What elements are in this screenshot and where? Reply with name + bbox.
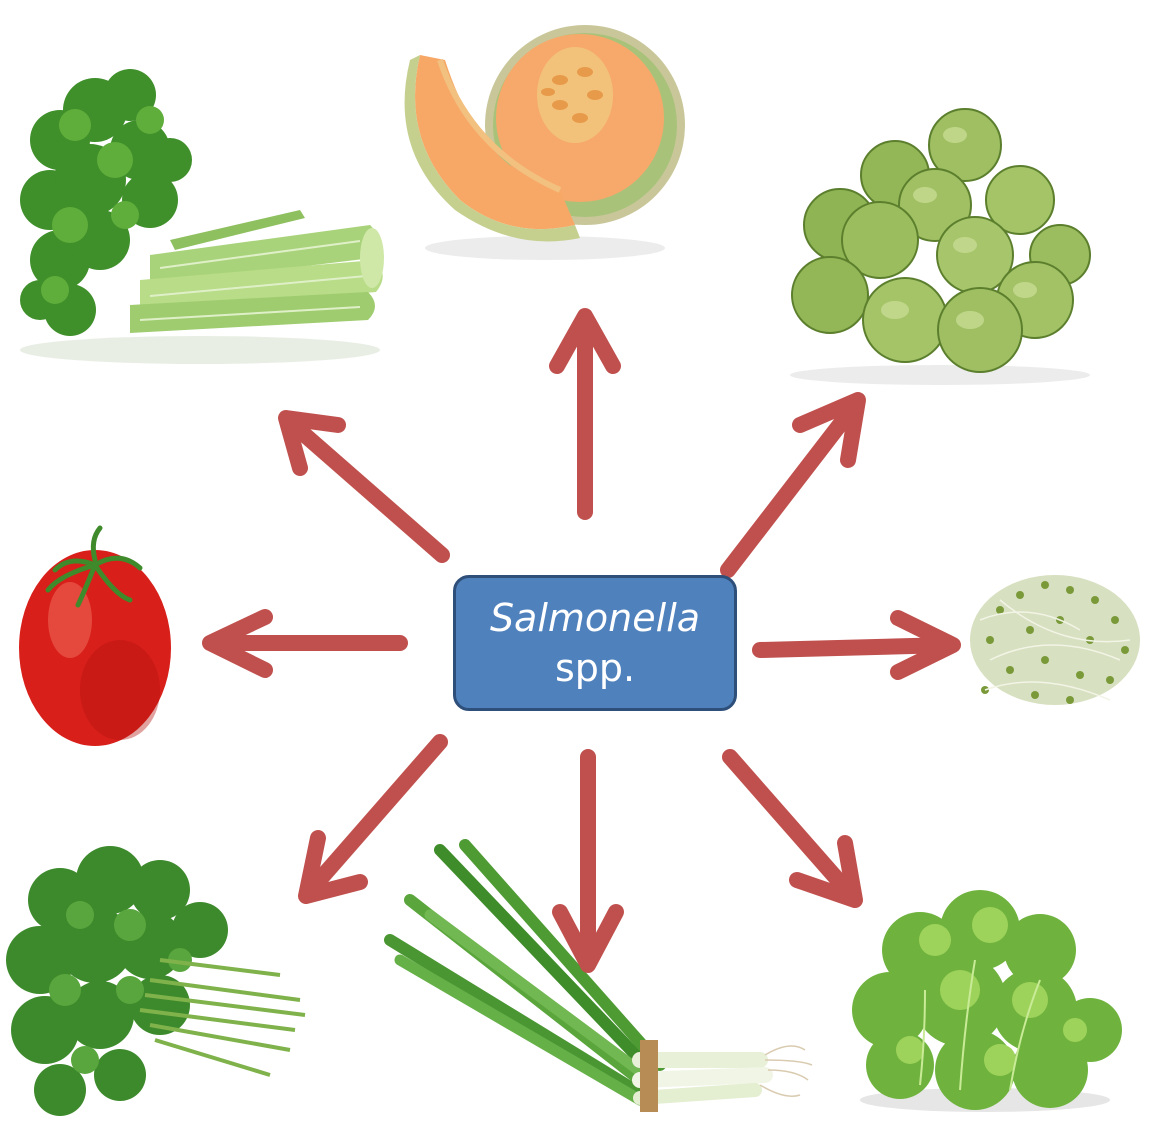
- genus-label: Salmonella: [490, 593, 700, 643]
- arrow-to-alfalfa-sprouts: [760, 618, 953, 672]
- arrow-to-tomato: [210, 617, 400, 670]
- salmonella-box: Salmonella spp.: [453, 575, 737, 711]
- cilantro-image: [6, 846, 305, 1116]
- cantaloupe-image: [405, 25, 685, 260]
- arrow-to-cantaloupe: [557, 316, 613, 512]
- green-onions-image: [390, 845, 812, 1112]
- arrow-to-cilantro: [306, 742, 440, 896]
- species-label: spp.: [555, 643, 635, 693]
- lettuce-image: [852, 890, 1122, 1112]
- tomato-image: [19, 528, 171, 746]
- arrow-to-green-onions: [560, 757, 616, 965]
- arrow-to-celery: [286, 418, 442, 555]
- celery-image: [20, 69, 384, 364]
- arrow-to-brussels-sprouts: [728, 400, 858, 570]
- alfalfa-sprouts-image: [970, 575, 1140, 705]
- arrow-to-lettuce: [730, 757, 855, 900]
- brussels-sprouts-image: [790, 109, 1090, 385]
